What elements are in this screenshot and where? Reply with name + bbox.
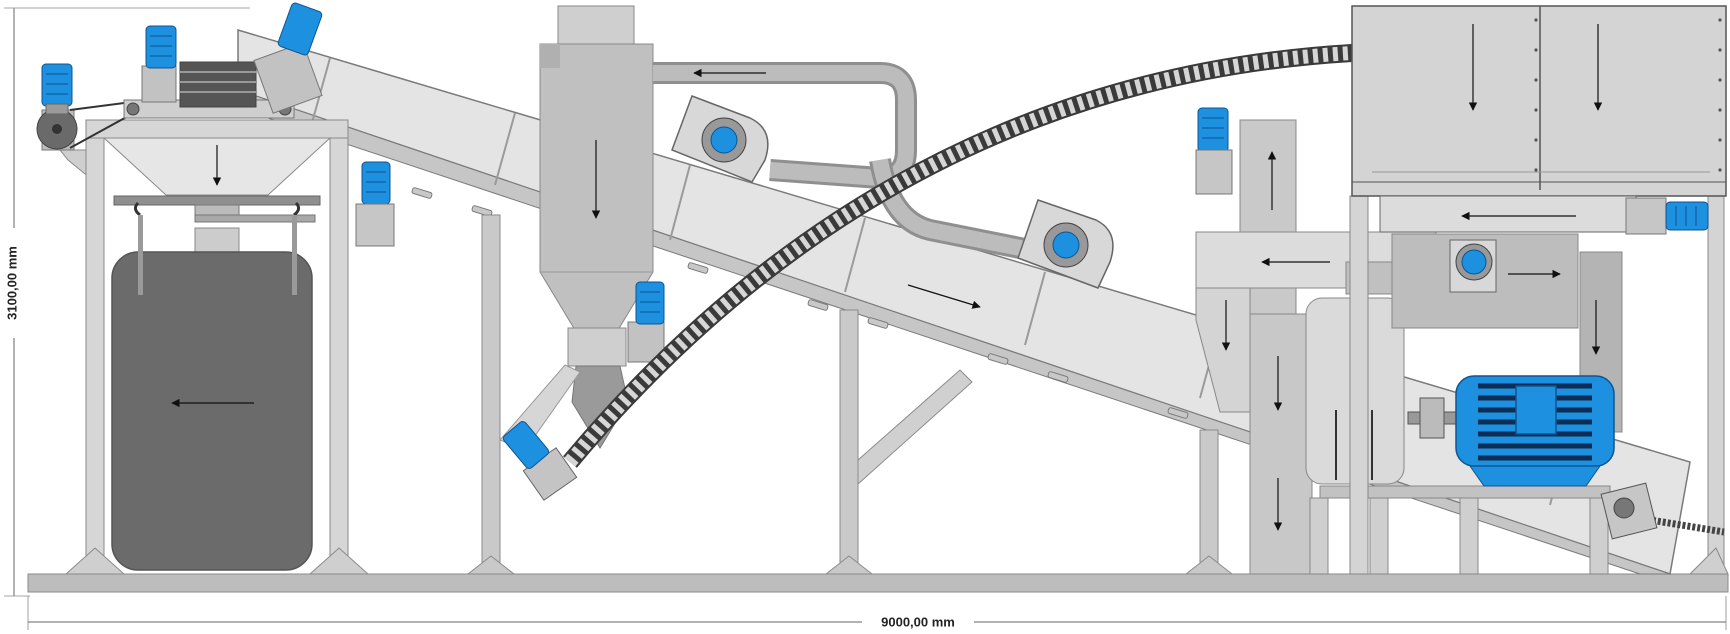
gear-motor-4	[355, 161, 395, 247]
width-dimension-label: 9000,00 mm	[881, 614, 955, 629]
gear-motor-3	[253, 2, 323, 114]
lower-screw-auger	[1600, 482, 1725, 540]
gear-motor-7	[1195, 107, 1233, 195]
height-dimension-label: 3100,00 mm	[4, 246, 19, 320]
gear-motor-5	[635, 281, 665, 325]
gear-motor-2	[145, 25, 177, 69]
big-bag-station	[58, 119, 370, 575]
height-dimension: 3100,00 mm	[2, 7, 250, 597]
flex-screw-conveyor	[563, 44, 1353, 468]
width-dimension: 9000,00 mm	[27, 596, 1727, 632]
top-belt-feeder	[36, 61, 295, 151]
fan-lower	[1017, 199, 1114, 289]
cyclone-separator	[499, 5, 665, 451]
fan-upper	[671, 95, 769, 183]
top-hopper	[1351, 5, 1727, 233]
support-legs	[466, 214, 1234, 575]
main-electric-motor	[1407, 375, 1615, 487]
gear-motor-8	[1625, 197, 1709, 235]
air-duct	[653, 62, 1033, 261]
gear-motor-1	[41, 63, 73, 115]
gear-motor-6	[502, 421, 550, 469]
side-blower	[1449, 239, 1497, 293]
base-plate	[27, 573, 1729, 593]
